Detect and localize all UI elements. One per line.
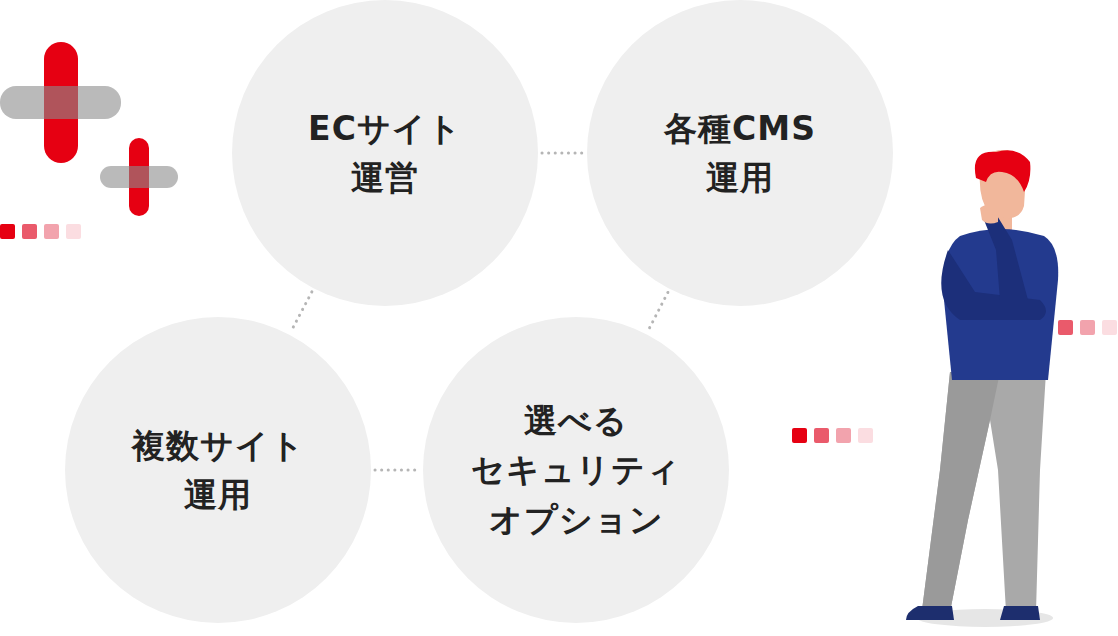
topic-circle: 複数サイト 運用 bbox=[65, 317, 371, 623]
topic-label: 各種CMS 運用 bbox=[630, 104, 850, 203]
topic-circle: 各種CMS 運用 bbox=[587, 0, 893, 306]
topic-circle: 選べる セキュリティ オプション bbox=[423, 317, 729, 623]
topic-label: 複数サイト 運用 bbox=[108, 421, 328, 520]
dotted-connector bbox=[375, 469, 419, 472]
plus-marks bbox=[0, 42, 178, 216]
topic-circle: ECサイト 運営 bbox=[232, 0, 538, 306]
topic-label: ECサイト 運営 bbox=[275, 104, 495, 203]
thinking-person bbox=[906, 150, 1058, 627]
dotted-connector bbox=[648, 292, 668, 330]
dotted-connector bbox=[291, 292, 312, 331]
dotted-connector bbox=[542, 152, 583, 155]
topic-label: 選べる セキュリティ オプション bbox=[466, 396, 686, 545]
